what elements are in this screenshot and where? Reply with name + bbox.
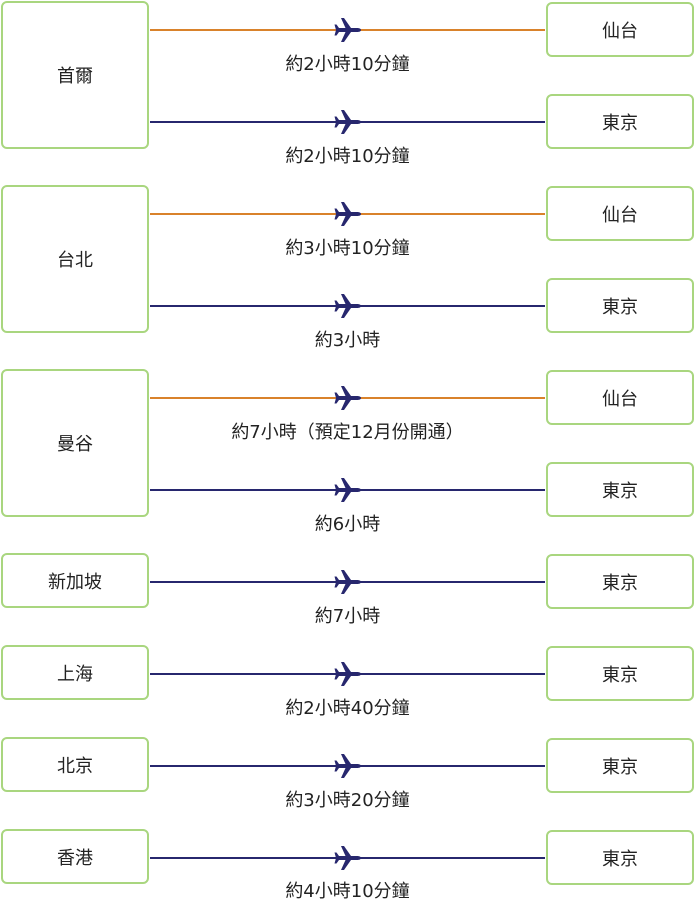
destination-label: 東京 <box>602 112 638 134</box>
destination-box: 東京 <box>546 278 694 333</box>
airplane-icon <box>333 568 363 596</box>
destination-label: 東京 <box>602 756 638 778</box>
airplane-icon <box>333 16 363 44</box>
origin-box-seoul: 首爾 <box>1 1 149 149</box>
origin-label: 北京 <box>57 755 93 777</box>
duration-label: 約7小時 <box>314 606 381 627</box>
destination-label: 仙台 <box>602 204 638 226</box>
origin-box-taipei: 台北 <box>1 185 149 333</box>
origin-box-bangkok: 曼谷 <box>1 369 149 517</box>
duration-label: 約3小時 <box>314 330 381 351</box>
destination-box: 仙台 <box>546 186 694 241</box>
duration-label: 約4小時10分鐘 <box>285 881 410 902</box>
duration-label: 約2小時10分鐘 <box>285 146 410 167</box>
origin-label: 香港 <box>57 847 93 869</box>
duration-label: 約2小時10分鐘 <box>285 54 410 75</box>
destination-label: 東京 <box>602 296 638 318</box>
destination-label: 東京 <box>602 572 638 594</box>
duration-label: 約3小時20分鐘 <box>285 790 410 811</box>
destination-label: 東京 <box>602 664 638 686</box>
airplane-icon <box>333 108 363 136</box>
duration-label: 約6小時 <box>314 514 381 535</box>
duration-label: 約3小時10分鐘 <box>285 238 410 259</box>
destination-box: 東京 <box>546 646 694 701</box>
destination-box: 仙台 <box>546 370 694 425</box>
destination-label: 仙台 <box>602 20 638 42</box>
destination-box: 東京 <box>546 554 694 609</box>
destination-box: 東京 <box>546 830 694 885</box>
origin-label: 上海 <box>57 663 93 685</box>
origin-label: 首爾 <box>57 66 93 87</box>
destination-label: 東京 <box>602 480 638 502</box>
origin-label: 新加坡 <box>48 571 102 593</box>
airplane-icon <box>333 200 363 228</box>
duration-label: 約7小時（預定12月份開通） <box>231 422 464 443</box>
origin-label: 曼谷 <box>57 434 93 455</box>
destination-box: 東京 <box>546 462 694 517</box>
duration-label: 約2小時40分鐘 <box>285 698 410 719</box>
destination-box: 東京 <box>546 738 694 793</box>
airplane-icon <box>333 384 363 412</box>
origin-label: 台北 <box>57 250 93 271</box>
origin-box-shanghai: 上海 <box>1 645 149 700</box>
airplane-icon <box>333 752 363 780</box>
origin-box-hongkong: 香港 <box>1 829 149 884</box>
origin-box-singapore: 新加坡 <box>1 553 149 608</box>
origin-box-beijing: 北京 <box>1 737 149 792</box>
airplane-icon <box>333 476 363 504</box>
airplane-icon <box>333 660 363 688</box>
destination-box: 東京 <box>546 94 694 149</box>
destination-box: 仙台 <box>546 2 694 57</box>
airplane-icon <box>333 844 363 872</box>
destination-label: 東京 <box>602 848 638 870</box>
destination-label: 仙台 <box>602 388 638 410</box>
airplane-icon <box>333 292 363 320</box>
